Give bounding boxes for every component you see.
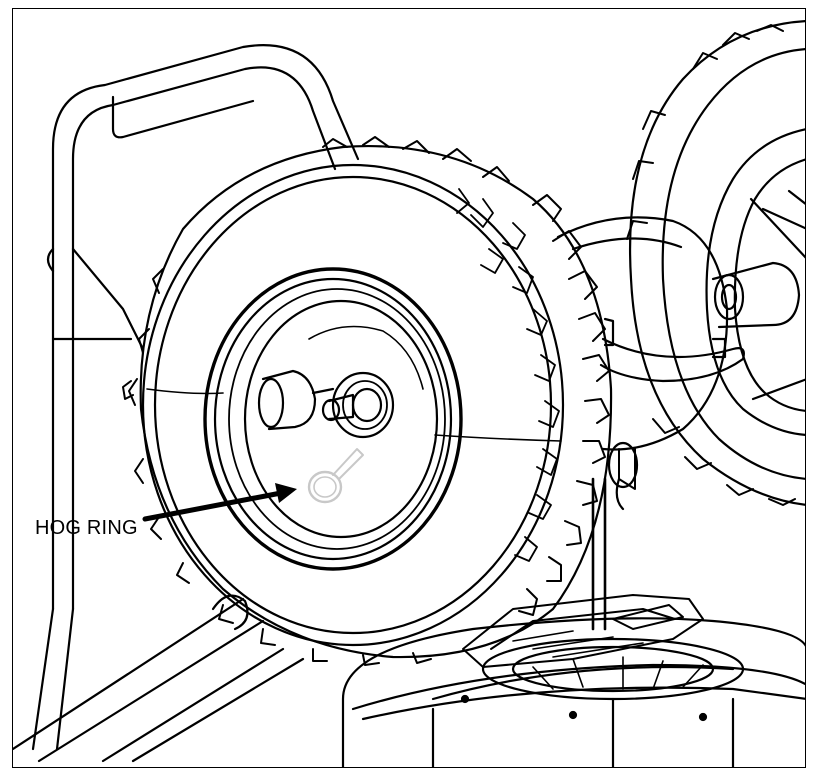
pump-base — [341, 617, 805, 767]
rear-wheel — [626, 20, 805, 506]
foot-plate — [462, 448, 704, 668]
hog-ring — [307, 448, 364, 504]
wheel-hub-axle — [257, 325, 424, 439]
callout-arrow — [142, 483, 297, 522]
hog-ring-label: HOG RING — [35, 517, 138, 539]
wheel-assembly-illustration — [13, 20, 805, 767]
cart-handle — [31, 44, 360, 751]
axle-housing — [556, 216, 801, 511]
diagram-frame: HOG RING — [12, 8, 806, 768]
front-wheel-tire — [122, 136, 613, 666]
cart-frame-legs — [13, 594, 305, 763]
